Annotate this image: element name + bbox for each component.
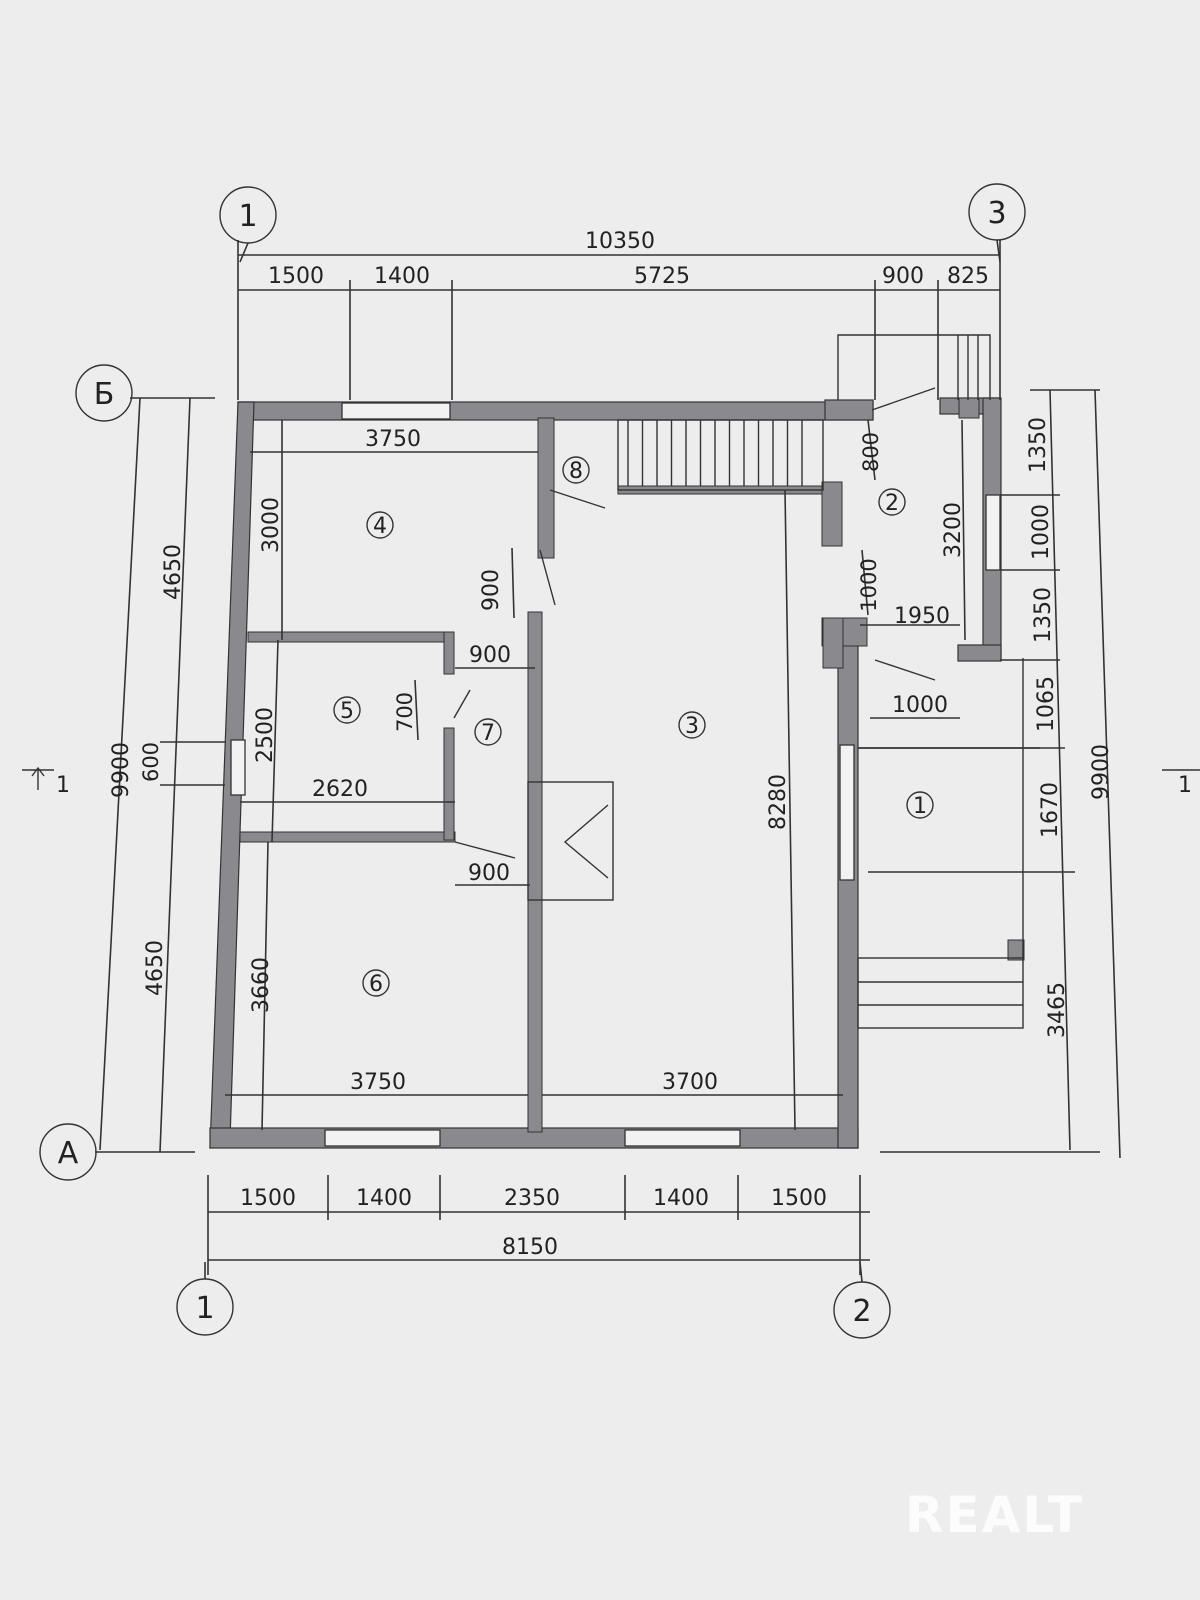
axis-a-left: А — [58, 1136, 79, 1171]
dim-top-5: 825 — [947, 264, 989, 289]
dim-room5-height: 2500 — [253, 707, 278, 763]
dim-room3-height: 8280 — [766, 774, 791, 830]
dim-right-1: 1350 — [1026, 417, 1051, 473]
realt-watermark: REALT — [905, 1486, 1084, 1544]
dim-door-4: 900 — [479, 569, 504, 611]
inner-walls — [239, 397, 1025, 1133]
room-6-number: 6 — [369, 972, 383, 997]
room-4-number: 4 — [373, 514, 387, 539]
room-markers: 4 5 7 8 3 6 1 2 — [333, 456, 934, 997]
dim-window-700: 700 — [393, 692, 417, 732]
dim-room5-width: 2620 — [312, 777, 368, 802]
dim-top-2: 1400 — [374, 264, 430, 289]
dim-left-upper: 4650 — [161, 544, 186, 600]
dim-door-6: 900 — [468, 861, 510, 886]
dim-bottom-overall: 8150 — [502, 1235, 558, 1260]
axis-markers: 1 3 Б А 1 2 — [39, 183, 1026, 1339]
room-2-number: 2 — [885, 491, 899, 516]
dim-porch-1000: 1000 — [892, 693, 948, 718]
room-8-number: 8 — [569, 459, 583, 484]
dim-bottom-1: 1500 — [240, 1186, 296, 1211]
dim-bottom-3: 2350 — [504, 1186, 560, 1211]
dim-bottom-5: 1500 — [771, 1186, 827, 1211]
dim-room4-width: 3750 — [365, 427, 421, 452]
dim-left-lower: 4650 — [143, 940, 168, 996]
axis-b-left: Б — [94, 377, 115, 412]
axis-1-bottom: 1 — [195, 1291, 214, 1326]
door-swings — [453, 387, 936, 859]
dim-top-3: 5725 — [634, 264, 690, 289]
dim-room4-height: 3000 — [259, 497, 284, 553]
axis-2-bottom: 2 — [852, 1294, 871, 1329]
dim-vestibule-800: 800 — [859, 432, 883, 472]
dim-right-overall: 9900 — [1089, 744, 1114, 800]
dim-right-4: 1065 — [1034, 676, 1059, 732]
dim-top-overall: 10350 — [585, 229, 655, 254]
dim-room6-width: 3750 — [350, 1070, 406, 1095]
dim-left-overall: 9900 — [109, 742, 134, 798]
dim-bottom-2: 1400 — [356, 1186, 412, 1211]
dim-vestibule-1000: 1000 — [857, 558, 881, 611]
chimney — [527, 781, 614, 901]
dim-vestibule-1950: 1950 — [894, 604, 950, 629]
dim-right-2: 1000 — [1029, 504, 1054, 560]
dim-top-1: 1500 — [268, 264, 324, 289]
section-marks: 1 1 — [22, 766, 1200, 798]
section-mark-left: 1 — [56, 773, 70, 798]
dimension-labels: 10350 1500 1400 5725 900 825 1500 1400 2… — [109, 229, 1114, 1260]
room-5-number: 5 — [340, 699, 354, 724]
axis-3-top: 3 — [987, 196, 1006, 231]
dim-top-4: 900 — [882, 264, 924, 289]
dim-room3-width: 3700 — [662, 1070, 718, 1095]
dim-right-3: 1350 — [1031, 587, 1056, 643]
dimension-lines — [95, 240, 1121, 1275]
dim-bottom-4: 1400 — [653, 1186, 709, 1211]
room-3-number: 3 — [685, 714, 699, 739]
dim-room6-height: 3660 — [249, 957, 274, 1013]
room-1-number: 1 — [913, 794, 927, 819]
windows — [230, 402, 1001, 1147]
dim-right-5: 1670 — [1038, 782, 1063, 838]
section-mark-right: 1 — [1178, 773, 1192, 798]
staircase — [617, 334, 1040, 1029]
dim-vestibule-3200: 3200 — [941, 502, 966, 558]
room-7-number: 7 — [481, 721, 495, 746]
dim-left-middle: 600 — [139, 742, 163, 782]
dim-door-7: 900 — [469, 643, 511, 668]
axis-1-top: 1 — [238, 199, 257, 234]
dim-right-6: 3465 — [1045, 982, 1070, 1038]
